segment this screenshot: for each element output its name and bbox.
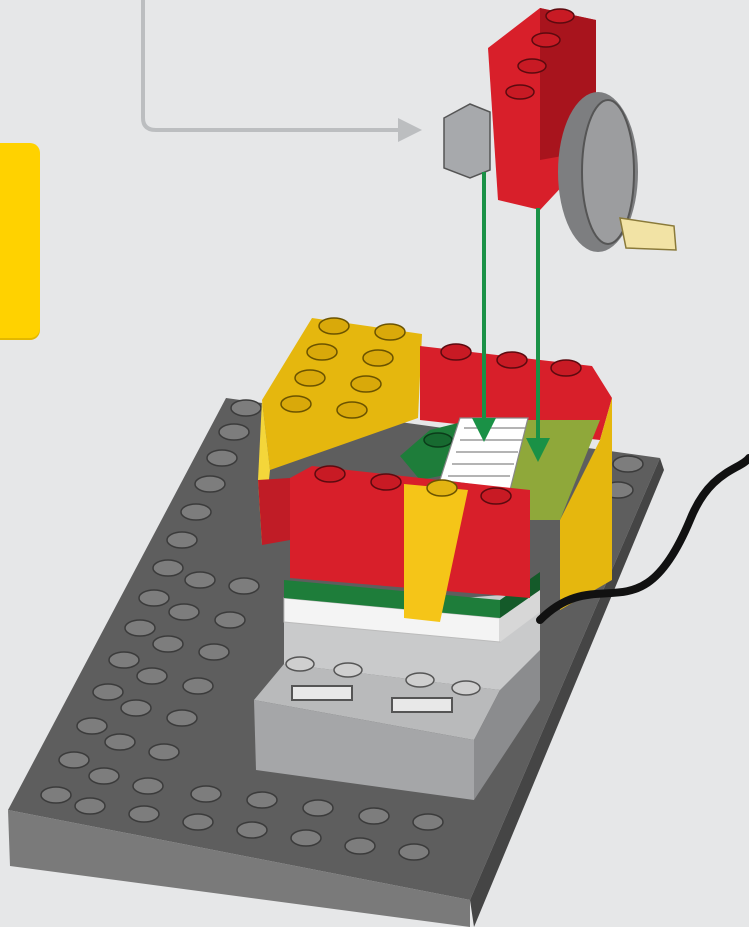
callout-connector-arrow — [143, 0, 410, 130]
motor-assembly — [444, 8, 676, 252]
red-brick-side — [258, 478, 290, 545]
